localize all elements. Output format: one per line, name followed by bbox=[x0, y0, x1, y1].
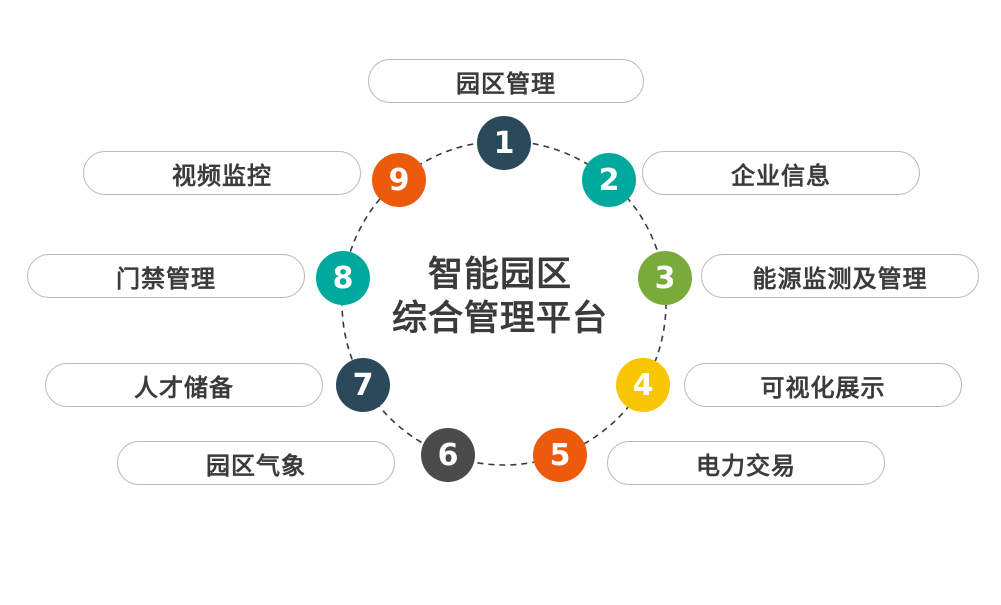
label-pill-7: 人才储备 bbox=[45, 363, 323, 407]
center-title-line1: 智能园区 bbox=[427, 255, 572, 295]
label-pill-3: 能源监测及管理 bbox=[701, 254, 979, 298]
label-pill-2: 企业信息 bbox=[642, 151, 920, 195]
label-pill-8: 门禁管理 bbox=[27, 254, 305, 298]
node-circle-4: 4 bbox=[616, 358, 670, 412]
center-title-line2: 综合管理平台 bbox=[391, 299, 608, 339]
center-title: 智能园区 综合管理平台 bbox=[380, 253, 620, 341]
node-circle-7: 7 bbox=[336, 358, 390, 412]
node-circle-5: 5 bbox=[533, 428, 587, 482]
node-circle-6: 6 bbox=[421, 428, 475, 482]
node-circle-3: 3 bbox=[638, 251, 692, 305]
label-pill-4: 可视化展示 bbox=[684, 363, 962, 407]
label-pill-6: 园区气象 bbox=[117, 441, 395, 485]
node-circle-8: 8 bbox=[316, 251, 370, 305]
node-circle-1: 1 bbox=[477, 116, 531, 170]
node-circle-2: 2 bbox=[582, 153, 636, 207]
label-pill-9: 视频监控 bbox=[83, 151, 361, 195]
node-circle-9: 9 bbox=[372, 153, 426, 207]
label-pill-1: 园区管理 bbox=[368, 59, 644, 103]
label-pill-5: 电力交易 bbox=[607, 441, 885, 485]
